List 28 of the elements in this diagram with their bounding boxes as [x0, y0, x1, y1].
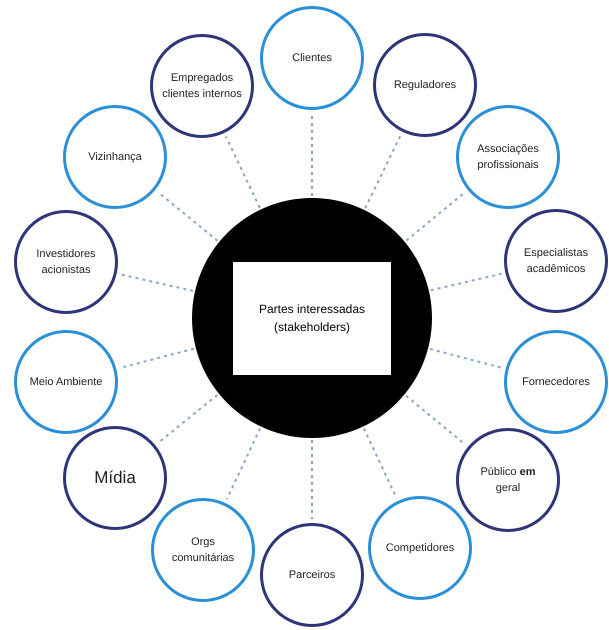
dashed-connector [364, 134, 402, 209]
stakeholder-label: Fornecedores [522, 375, 590, 390]
dashed-connector [225, 136, 261, 208]
dashed-connector [158, 394, 218, 444]
stakeholder-label: Mídia [94, 470, 136, 486]
stakeholder-label: Associações profissionais [476, 142, 540, 173]
stakeholder-label: Empregados clientes internos [161, 71, 243, 102]
stakeholder-label: Meio Ambiente [30, 375, 102, 390]
dashed-connector [430, 348, 502, 369]
dashed-connector [311, 114, 313, 196]
dashed-connector [405, 394, 466, 446]
dashed-connector [430, 272, 502, 292]
stakeholder-label: Parceiros [288, 568, 336, 583]
dashed-connector [406, 192, 466, 242]
dashed-connector [311, 440, 313, 519]
stakeholder-label: Investidores acionistas [35, 247, 97, 278]
dashed-connector [226, 428, 262, 500]
stakeholder-label: Vizinhança [88, 150, 142, 165]
dashed-connector [158, 192, 218, 242]
stakeholder-label: Clientes [292, 51, 332, 66]
stakeholder-label: Especialistas acadêmicos [522, 246, 590, 277]
dashed-connector [120, 273, 194, 292]
hub-label: Partes interessadas (stakeholders) [258, 301, 366, 336]
stakeholder-label: Competidores [386, 541, 454, 556]
stakeholder-label: Orgs comunitárias [170, 535, 236, 566]
stakeholder-label: Público em geral [479, 465, 537, 496]
dashed-connector [362, 428, 398, 498]
stakeholder-label: Reguladores [394, 78, 456, 93]
